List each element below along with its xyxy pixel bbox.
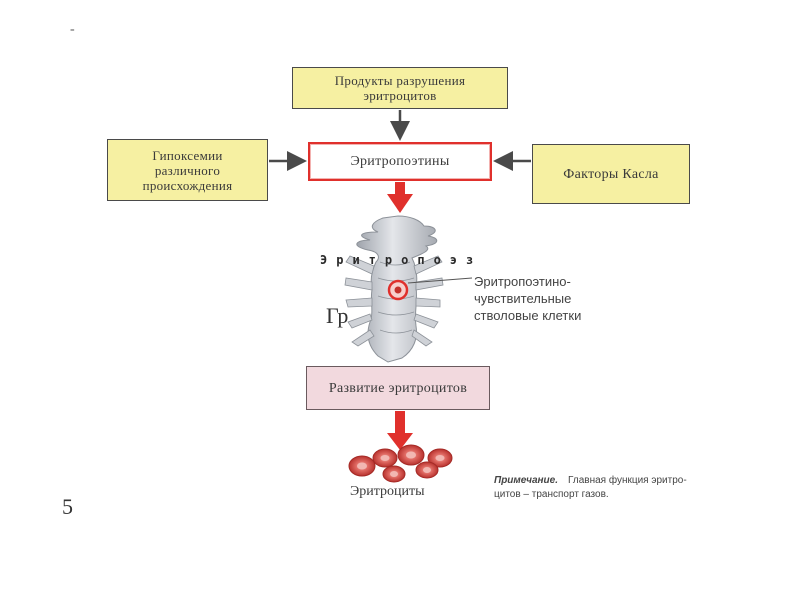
box-hypoxemia-label: Гипоксемии различного происхождения [142, 147, 233, 193]
box-destruction-products-label: Продукты разрушения эритроцитов [334, 73, 466, 103]
stem-cell-marker-icon [387, 279, 409, 301]
arrow-development-to-cells [387, 411, 413, 450]
box-erythrocyte-development-label: Развитие эритроцитов [328, 380, 468, 396]
stray-mark: - [70, 22, 75, 37]
box-castle-factors-label: Факторы Касла [563, 166, 659, 182]
note-title: Примечание. [494, 475, 558, 486]
arrow-epo-to-bone [387, 182, 413, 213]
box-hypoxemia: Гипоксемии различного происхождения [107, 139, 268, 201]
page-number: 5 [62, 494, 73, 519]
box-erythropoietins: Эритропоэтины [308, 142, 492, 181]
note-text: Главная функция эритро- цитов – транспор… [494, 475, 687, 500]
label-erythropoiesis: Эритропоэз [320, 253, 483, 267]
box-destruction-products: Продукты разрушения эритроцитов [292, 67, 508, 109]
box-erythrocyte-development: Развитие эритроцитов [306, 366, 490, 410]
note-block: Примечание.Главная функция эритро- цитов… [494, 474, 754, 502]
stem-cell-pointer-line [407, 277, 473, 284]
box-castle-factors: Факторы Касла [532, 144, 690, 204]
label-gr: Гр [326, 303, 349, 328]
label-stem-cells: Эритропоэтино- чувствительные стволовые … [474, 274, 582, 323]
box-erythropoietins-label: Эритропоэтины [350, 154, 450, 169]
label-erythrocytes: Эритроциты [350, 484, 425, 499]
erythrocytes-icon [348, 444, 453, 483]
